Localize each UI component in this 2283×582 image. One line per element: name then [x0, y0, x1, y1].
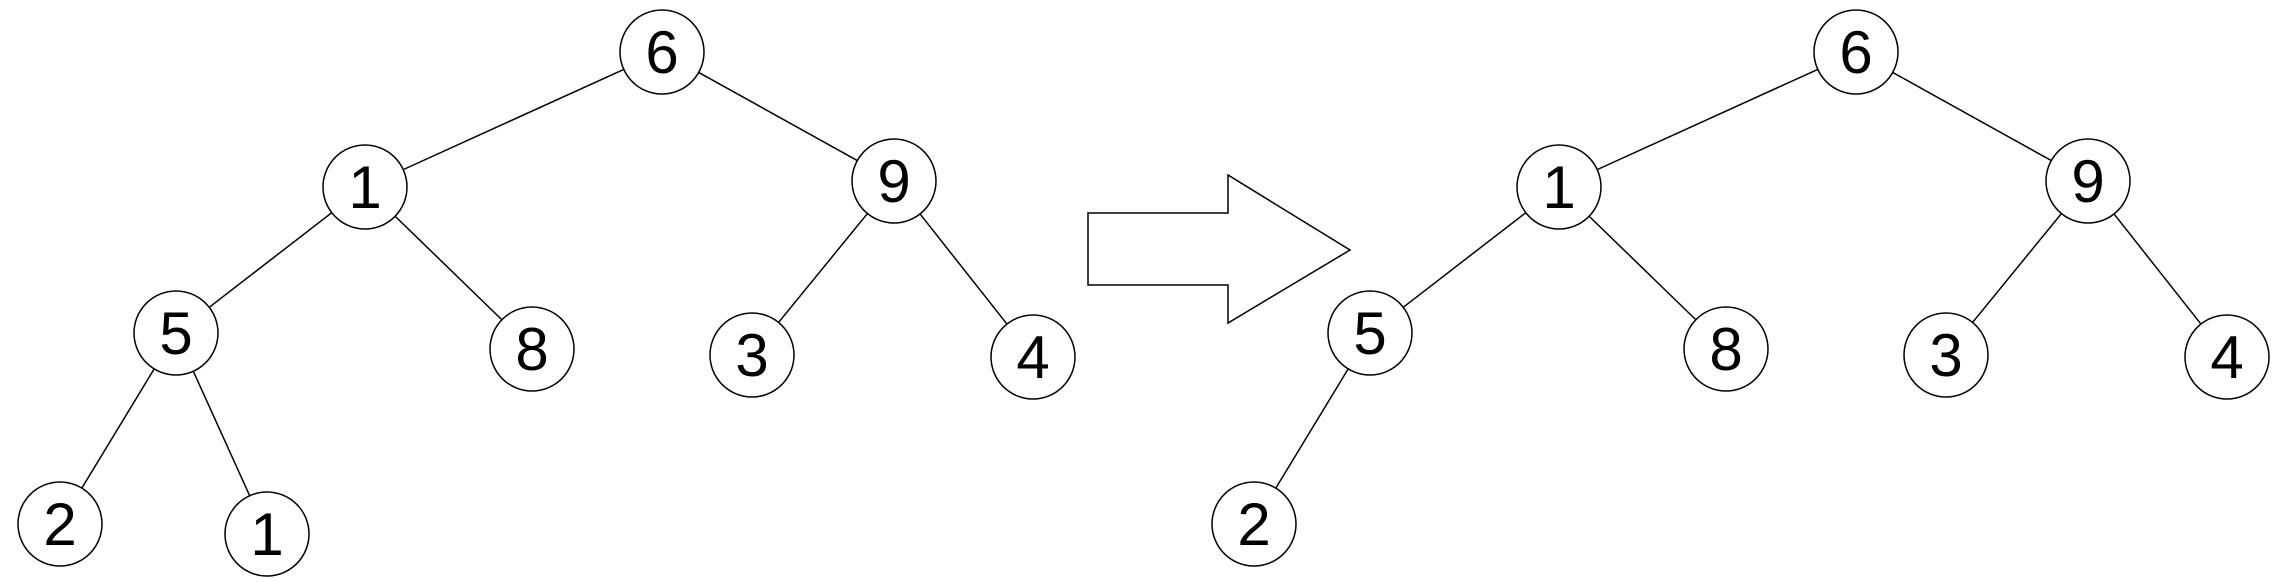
node-label: 4 — [2210, 324, 2243, 391]
node-label: 9 — [877, 148, 910, 215]
edge-l-ll — [208, 212, 333, 308]
node-label: 1 — [250, 501, 283, 568]
node-circle — [489, 306, 575, 392]
tree-node-lll: 2 — [17, 481, 103, 567]
node-circle — [1903, 312, 1989, 398]
edge-ll-lll — [1275, 368, 1349, 489]
node-label: 1 — [1542, 154, 1575, 221]
edge-r-rr — [2113, 213, 2202, 325]
node-label: 3 — [1929, 322, 1962, 389]
edge-root-r — [698, 71, 858, 162]
node-label: 6 — [645, 19, 678, 86]
tree-node-rr: 4 — [2184, 314, 2270, 400]
node-circle — [2184, 314, 2270, 400]
edge-r-rl — [777, 213, 869, 323]
edge-r-rl — [1971, 213, 2063, 323]
node-circle — [709, 312, 795, 398]
edge-root-r — [1892, 71, 2052, 162]
node-circle — [1327, 290, 1413, 376]
node-label: 6 — [1839, 19, 1872, 86]
node-circle — [851, 138, 937, 224]
tree-node-rl: 3 — [709, 312, 795, 398]
node-circle — [619, 9, 705, 95]
node-label: 8 — [515, 316, 548, 383]
node-circle — [990, 314, 1076, 400]
edge-r-rr — [919, 213, 1008, 325]
tree-node-r: 9 — [851, 138, 937, 224]
node-circle — [2045, 138, 2131, 224]
node-circle — [1516, 144, 1602, 230]
node-label: 5 — [159, 300, 192, 367]
node-label: 8 — [1709, 316, 1742, 383]
edge-root-l — [402, 68, 625, 171]
node-circle — [133, 290, 219, 376]
tree-node-llr: 1 — [224, 491, 310, 577]
tree-node-lll: 2 — [1211, 481, 1297, 567]
edge-ll-lll — [81, 368, 155, 489]
node-label: 1 — [348, 154, 381, 221]
tree-node-rr: 4 — [990, 314, 1076, 400]
tree-node-l: 1 — [322, 144, 408, 230]
tree-node-root: 6 — [1813, 9, 1899, 95]
node-circle — [1683, 306, 1769, 392]
node-circle — [224, 491, 310, 577]
node-label: 2 — [43, 491, 76, 558]
tree-node-l: 1 — [1516, 144, 1602, 230]
tree-node-root: 6 — [619, 9, 705, 95]
tree-node-ll: 5 — [1327, 290, 1413, 376]
edge-l-lr — [1588, 215, 1697, 321]
tree-after: 6 1 9 5 8 3 4 2 — [1211, 9, 2270, 567]
tree-node-ll: 5 — [133, 290, 219, 376]
tree-node-rl: 3 — [1903, 312, 1989, 398]
node-label: 2 — [1237, 491, 1270, 558]
node-circle — [1211, 481, 1297, 567]
node-label: 9 — [2071, 148, 2104, 215]
node-circle — [17, 481, 103, 567]
edge-l-ll — [1402, 212, 1527, 308]
node-circle — [322, 144, 408, 230]
node-label: 4 — [1016, 324, 1049, 391]
node-label: 5 — [1353, 300, 1386, 367]
tree-node-lr: 8 — [1683, 306, 1769, 392]
edge-l-lr — [394, 215, 503, 321]
node-label: 3 — [735, 322, 768, 389]
node-circle — [1813, 9, 1899, 95]
tree-node-r: 9 — [2045, 138, 2131, 224]
tree-node-lr: 8 — [489, 306, 575, 392]
tree-before: 6 1 9 5 8 3 4 2 1 — [17, 9, 1076, 577]
edge-ll-llr — [192, 370, 251, 497]
edge-root-l — [1596, 68, 1819, 171]
transition-arrow — [1087, 173, 1352, 325]
